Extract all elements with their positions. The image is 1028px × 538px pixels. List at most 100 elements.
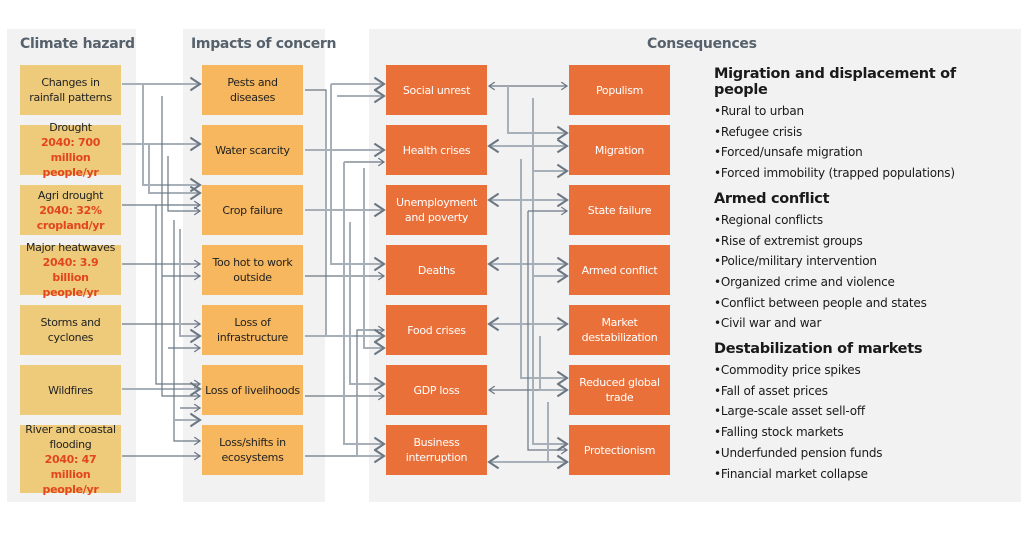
hazard-box: Storms and cyclones	[20, 305, 121, 355]
secondary-consequence-box: Reduced global trade	[569, 365, 670, 415]
consequences-column-title: Consequences	[647, 36, 757, 52]
impact-box: Too hot to work outside	[202, 245, 303, 295]
details-list: Regional conflictsRise of extremist grou…	[714, 210, 1014, 334]
connector-arrow	[330, 84, 386, 272]
secondary-consequence-box-label: Reduced global trade	[579, 376, 660, 404]
impact-box-label: Loss of infrastructure	[217, 316, 288, 344]
primary-consequence-box-label: GDP loss	[413, 383, 460, 397]
details-item: Fall of asset prices	[714, 381, 1014, 402]
primary-consequence-box: GDP loss	[386, 365, 487, 415]
connector-arrow	[305, 325, 386, 457]
details-item: Civil war and war	[714, 313, 1014, 334]
details-item: Rural to urban	[714, 101, 1014, 122]
secondary-consequence-box-label: Market destabilization	[581, 316, 658, 344]
hazard-box-label: Major heatwaves	[25, 241, 116, 254]
hazard-column-title: Climate hazard	[20, 36, 135, 52]
details-item: Financial market collapse	[714, 464, 1014, 485]
details-list: Rural to urbanRefugee crisisForced/unsaf…	[714, 101, 1014, 184]
impact-box-label: Crop failure	[222, 203, 283, 217]
impacts-column-title: Impacts of concern	[191, 36, 337, 52]
connector-arrow	[179, 229, 202, 344]
details-item: Rise of extremist groups	[714, 231, 1014, 252]
hazard-box-stat: 2040: 3.9 billion people/yr	[42, 256, 99, 299]
primary-consequence-box-label: Social unrest	[402, 83, 471, 97]
hazard-box-label: Changes in rainfall patterns	[29, 76, 112, 104]
connector-arrow	[520, 159, 569, 386]
hazard-box-stat: 2040: 47 million people/yr	[42, 452, 99, 496]
details-item: Organized crime and violence	[714, 272, 1014, 293]
connector-arrow	[161, 96, 202, 401]
connector-arrow	[148, 144, 202, 201]
primary-consequence-box: Food crises	[386, 305, 487, 355]
connector-arrow	[349, 222, 386, 392]
primary-consequence-box: Deaths	[386, 245, 487, 295]
connector-arrow	[155, 205, 202, 389]
hazard-box-label: Wildfires	[48, 383, 93, 397]
impact-box: Water scarcity	[202, 125, 303, 175]
details-heading: Destabilization of markets	[714, 341, 923, 358]
connector-arrow	[527, 211, 569, 455]
secondary-consequence-box: State failure	[569, 185, 670, 235]
connector-arrow	[539, 336, 569, 398]
connector-arrow	[363, 168, 386, 356]
connector-arrow	[173, 220, 202, 446]
impact-box: Loss/shifts in ecosystems	[202, 425, 303, 475]
secondary-consequence-box: Armed conflict	[569, 245, 670, 295]
details-item: Regional conflicts	[714, 210, 1014, 231]
secondary-consequence-box: Populism	[569, 65, 670, 115]
secondary-consequence-box-label: Populism	[595, 83, 644, 97]
connector-arrow	[532, 98, 569, 452]
secondary-consequence-box: Market destabilization	[569, 305, 670, 355]
secondary-consequence-box-label: State failure	[587, 203, 652, 217]
impact-box: Crop failure	[202, 185, 303, 235]
details-heading: Migration and displacement of people	[714, 66, 956, 98]
secondary-consequence-box: Migration	[569, 125, 670, 175]
hazard-box-stat: 2040: 700 million people/yr	[40, 136, 101, 179]
impact-box-label: Loss of livelihoods	[205, 383, 300, 397]
secondary-consequence-box-label: Armed conflict	[581, 263, 658, 277]
hazard-box-label: Storms and cyclones	[40, 316, 101, 344]
primary-consequence-box-label: Food crises	[407, 323, 466, 337]
primary-consequence-box: Social unrest	[386, 65, 487, 115]
secondary-consequence-box: Protectionism	[569, 425, 670, 475]
impact-box: Loss of infrastructure	[202, 305, 303, 355]
hazard-box-label: Agri drought	[37, 188, 104, 202]
primary-consequence-box: Business interruption	[386, 425, 487, 475]
details-item: Forced immobility (trapped populations)	[714, 163, 1014, 184]
hazard-box-stat: 2040: 32% cropland/yr	[36, 203, 105, 232]
hazard-box: Wildfires	[20, 365, 121, 415]
secondary-consequence-box-label: Migration	[594, 143, 645, 157]
hazard-box: Drought 2040: 700 million people/yr	[20, 121, 121, 179]
connector-arrow	[547, 402, 569, 470]
primary-consequence-box: Health crises	[386, 125, 487, 175]
hazard-box: Major heatwaves 2040: 3.9 billion people/…	[20, 241, 121, 299]
impact-box: Loss of livelihoods	[202, 365, 303, 415]
connector-arrow	[507, 86, 569, 141]
connector-arrow	[167, 156, 202, 216]
primary-consequence-box: Unemployment and poverty	[386, 185, 487, 235]
details-list: Commodity price spikesFall of asset pric…	[714, 360, 1014, 484]
connector-arrow	[356, 396, 386, 464]
connector-arrow	[343, 162, 386, 452]
hazard-box-label: Drought	[49, 121, 92, 134]
hazard-box-label: River and coastal flooding	[25, 422, 116, 451]
primary-consequence-box-label: Deaths	[417, 263, 456, 277]
details-item: Underfunded pension funds	[714, 443, 1014, 464]
details-item: Police/military intervention	[714, 251, 1014, 272]
secondary-consequence-box-label: Protectionism	[583, 443, 656, 457]
details-item: Commodity price spikes	[714, 360, 1014, 381]
impact-box-label: Too hot to work outside	[212, 256, 293, 284]
details-item: Large-scale asset sell-off	[714, 401, 1014, 422]
details-item: Falling stock markets	[714, 422, 1014, 443]
details-heading: Armed conflict	[714, 190, 830, 207]
consequence-details: Migration and displacement of peopleRura…	[714, 66, 1014, 491]
connector-arrow	[142, 84, 202, 193]
primary-consequence-box-label: Health crises	[402, 143, 471, 157]
hazard-box: Changes in rainfall patterns	[20, 65, 121, 115]
impact-box-label: Water scarcity	[215, 143, 290, 157]
impact-box-label: Pests and diseases	[227, 76, 278, 104]
details-item: Conflict between people and states	[714, 293, 1014, 314]
